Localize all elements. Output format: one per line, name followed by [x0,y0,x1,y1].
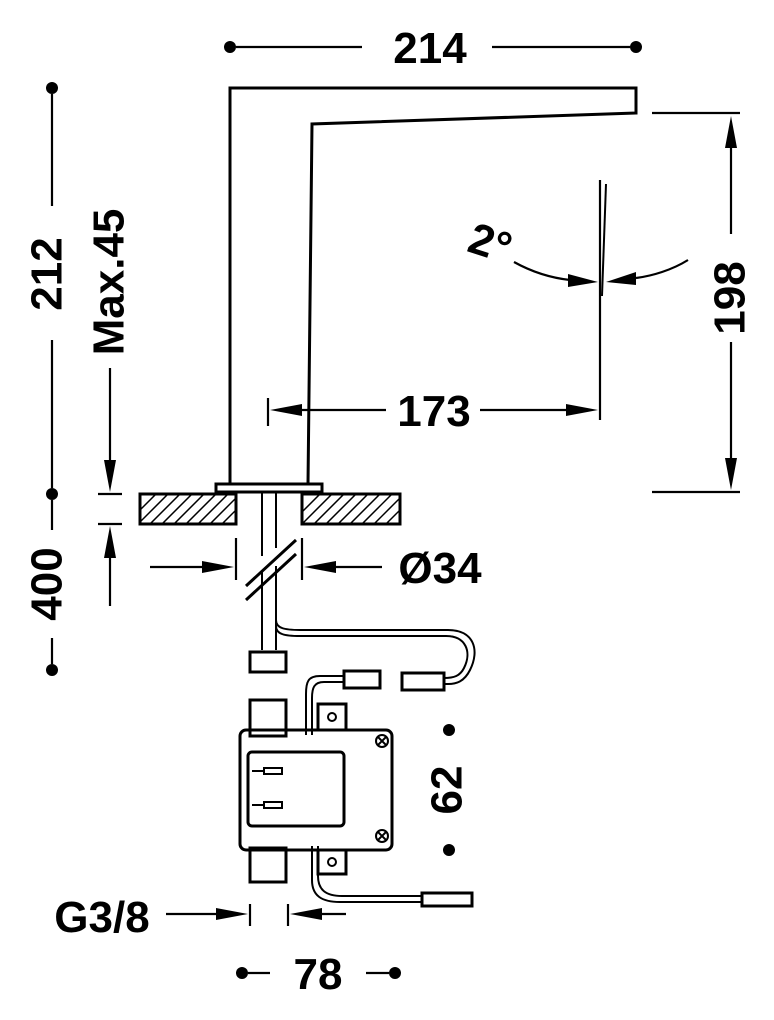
label-thread: G3/8 [54,893,149,942]
countertop [138,492,402,526]
dimension-spout-height: 198 [652,111,755,494]
cable-upper [275,619,476,735]
shank [244,492,298,674]
label-box-height: 62 [423,766,472,815]
label-hole-diameter: Ø34 [398,544,482,593]
faucet-body [214,86,638,494]
dimension-height-total: 212 [23,82,72,500]
solenoid-valve [238,698,394,884]
label-box-width: 78 [294,950,343,999]
dimension-angle: 2° [463,183,689,297]
label-height-total: 212 [23,237,72,310]
label-spout-height: 198 [706,261,755,334]
label-max-deck: Max.45 [85,209,134,356]
dimension-hose-length: 400 [23,500,72,676]
cable-lower [311,846,474,908]
dimension-hole-diameter: Ø34 [150,538,482,593]
dimension-thread: G3/8 [54,893,346,942]
dimension-box-height: 62 [423,724,472,856]
label-angle: 2° [463,214,518,274]
dimension-width-total: 214 [224,24,642,73]
dimension-box-width: 78 [236,950,401,999]
label-hose-length: 400 [23,547,72,620]
dimension-max-deck: Max.45 [85,209,134,606]
label-spout-reach: 173 [397,387,470,436]
dimension-spout-reach: 173 [266,180,602,436]
label-width-total: 214 [393,24,467,73]
